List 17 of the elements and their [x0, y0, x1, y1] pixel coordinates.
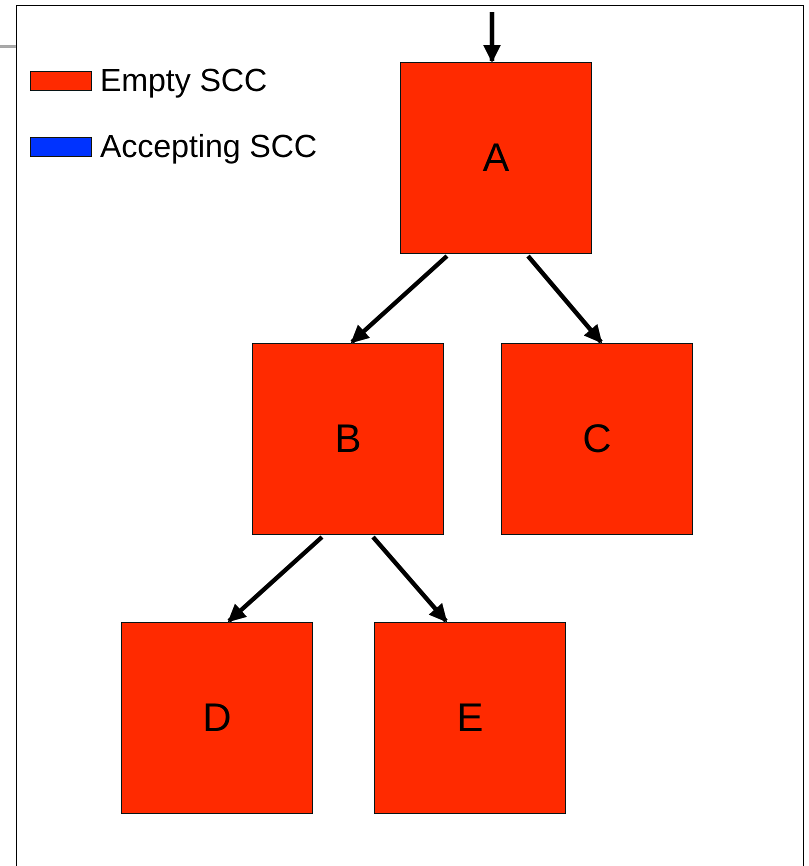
node-label: E: [456, 696, 484, 740]
scc-box: [501, 343, 693, 535]
scc-box: [252, 343, 444, 535]
scc-box: [121, 622, 313, 814]
arrow: [371, 536, 448, 622]
node-label: B: [334, 416, 362, 462]
node-label: C: [582, 416, 612, 462]
scc-box: [400, 62, 592, 254]
legend-label: Accepting SCC: [100, 128, 317, 165]
arrow: [228, 535, 324, 623]
legend-label: Empty SCC: [100, 62, 268, 99]
arrow: [526, 254, 603, 344]
node-label: D: [202, 696, 232, 740]
arrow: [350, 254, 448, 344]
node-label: A: [482, 136, 510, 180]
arrow: [483, 12, 501, 63]
scc-box: [374, 622, 566, 814]
